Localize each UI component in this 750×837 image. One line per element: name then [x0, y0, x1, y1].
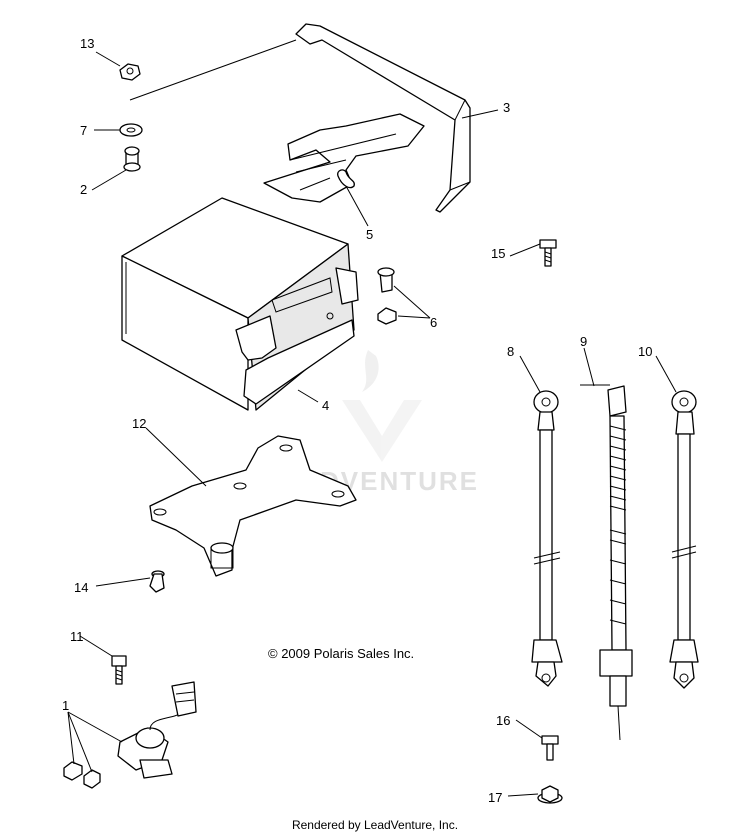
- bolt-15: [539, 239, 557, 267]
- callout-5: 5: [366, 227, 373, 242]
- battery-strap: [295, 23, 471, 213]
- callout-11: 11: [70, 629, 84, 644]
- callout-14: 14: [74, 580, 88, 595]
- callout-9: 9: [580, 334, 587, 349]
- cable-10: [669, 390, 699, 689]
- callout-6: 6: [430, 315, 437, 330]
- nut-13: [119, 63, 141, 81]
- bolt-16: [541, 735, 559, 761]
- callout-1: 1: [62, 698, 69, 713]
- washer-7: [119, 123, 143, 137]
- battery-bracket: [263, 113, 425, 203]
- bolt-11: [111, 655, 127, 685]
- watermark-logo: [342, 350, 422, 462]
- cable-9: [580, 384, 633, 741]
- nut-17: [537, 785, 563, 804]
- callout-3: 3: [503, 100, 510, 115]
- footer-credit: Rendered by LeadVenture, Inc.: [291, 818, 459, 832]
- terminal-bolt-6: [377, 267, 397, 325]
- callout-10: 10: [638, 344, 652, 359]
- callout-15: 15: [491, 246, 505, 261]
- bolt-2: [123, 146, 141, 172]
- cable-8: [531, 390, 563, 687]
- battery: [121, 197, 359, 411]
- callout-13: 13: [80, 36, 94, 51]
- callout-16: 16: [496, 713, 510, 728]
- solenoid: [63, 681, 197, 789]
- callouts: 13 7 2 3 5 4 6 15 8 9 10 12 14 11 1 16 1…: [62, 36, 652, 805]
- callout-17: 17: [488, 790, 502, 805]
- copyright-notice: © 2009 Polaris Sales Inc.: [268, 646, 415, 661]
- callout-2: 2: [80, 182, 87, 197]
- battery-tray: [149, 435, 357, 577]
- leader-lines: [67, 39, 677, 797]
- rivet-14: [149, 570, 165, 593]
- callout-8: 8: [507, 344, 514, 359]
- callout-7: 7: [80, 123, 87, 138]
- callout-12: 12: [132, 416, 146, 431]
- callout-4: 4: [322, 398, 329, 413]
